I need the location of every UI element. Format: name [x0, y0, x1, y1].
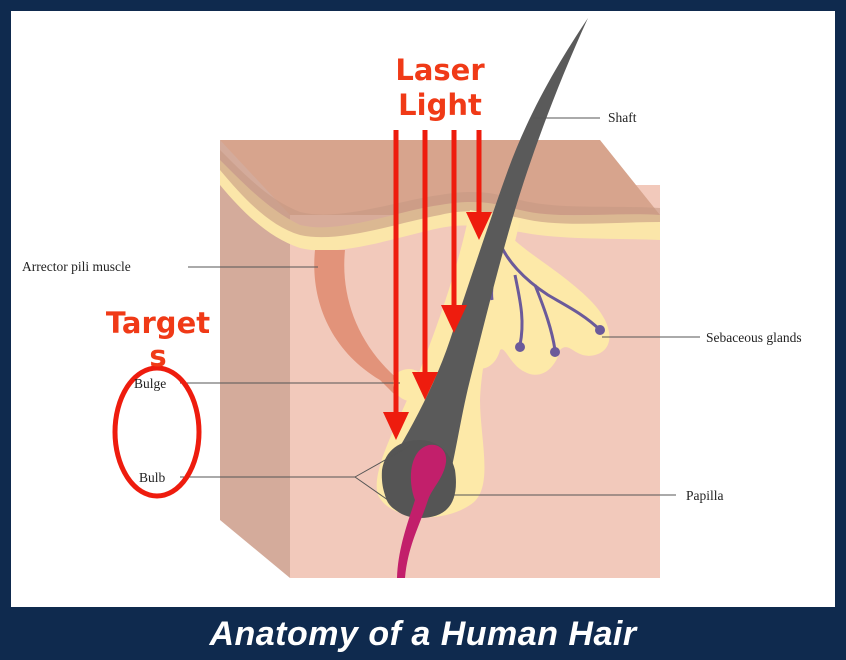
gland-duct-end — [515, 342, 525, 352]
label-bulge: Bulge — [134, 376, 166, 391]
laser-title-line1: Laser — [395, 53, 485, 87]
targets-title-line2: s — [149, 339, 166, 373]
label-sebaceous-glands: Sebaceous glands — [706, 330, 802, 345]
targets-title-line1: Target — [106, 306, 210, 340]
gland-duct-end — [550, 347, 560, 357]
label-papilla: Papilla — [686, 488, 724, 503]
label-bulb: Bulb — [139, 470, 166, 485]
label-arrector-pili-muscle: Arrector pili muscle — [22, 259, 131, 274]
laser-title-line2: Light — [398, 88, 482, 122]
gland-duct-end — [595, 325, 605, 335]
label-shaft: Shaft — [608, 110, 637, 125]
diagram-caption: Anatomy of a Human Hair — [0, 608, 846, 660]
